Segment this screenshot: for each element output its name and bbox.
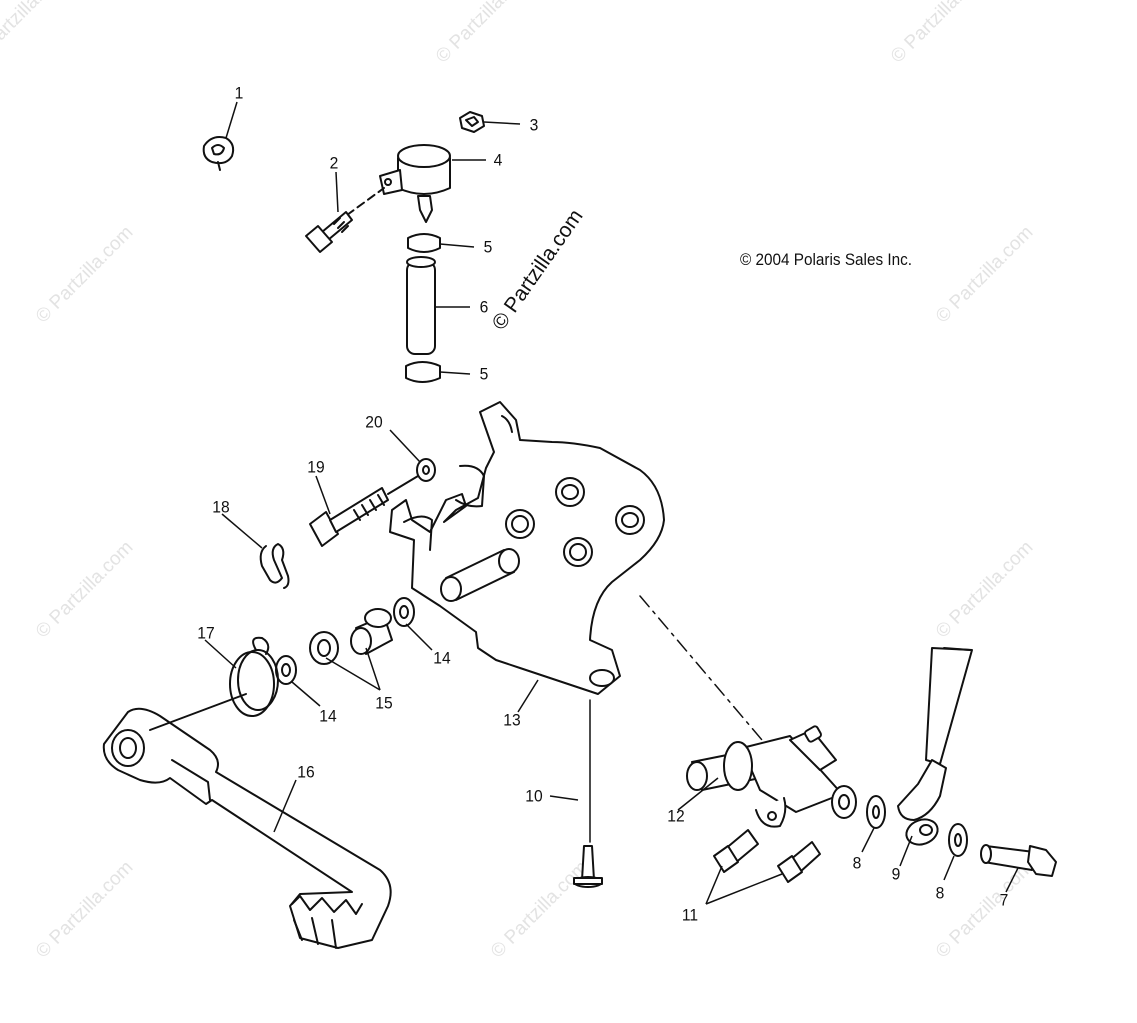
part-14-washer	[393, 597, 415, 627]
part-5-clamp	[405, 361, 441, 383]
callout-8: 8	[935, 883, 945, 903]
part-14-washer	[275, 655, 297, 685]
part-11-bolt	[713, 829, 759, 873]
part-8-washer	[948, 823, 968, 857]
callout-5: 5	[479, 364, 489, 384]
callout-7: 7	[999, 890, 1009, 910]
callout-3: 3	[529, 115, 539, 135]
part-13-bracket	[389, 401, 665, 695]
callout-6: 6	[479, 297, 489, 317]
callout-19: 19	[307, 457, 325, 477]
callout-1: 1	[234, 83, 244, 103]
part-8-washer	[866, 795, 886, 829]
part-5-clamp	[407, 233, 441, 253]
part-1-clip	[202, 136, 235, 171]
part-2-bolt	[305, 211, 353, 253]
part-19-bolt	[309, 487, 389, 547]
callout-15: 15	[375, 693, 393, 713]
callout-4: 4	[493, 150, 503, 170]
part-10-bolt	[573, 845, 603, 888]
part-17-spring	[229, 636, 279, 717]
callout-10: 10	[525, 786, 543, 806]
part-11-bolt	[777, 841, 821, 883]
part-3-nut	[459, 111, 485, 133]
callout-16: 16	[297, 762, 315, 782]
callout-14: 14	[433, 648, 451, 668]
callout-18: 18	[212, 497, 230, 517]
callout-13: 13	[503, 710, 521, 730]
callout-5: 5	[483, 237, 493, 257]
part-16-brake-pedal	[102, 707, 392, 949]
part-12-master-cylinder	[686, 725, 857, 828]
pivot-pin	[440, 548, 520, 602]
part-20-washer	[416, 458, 436, 482]
callout-2: 2	[329, 153, 339, 173]
callout-14: 14	[319, 706, 337, 726]
part-9-clevis	[897, 647, 973, 846]
part-6-hose	[406, 256, 436, 355]
callout-9: 9	[891, 864, 901, 884]
callout-17: 17	[197, 623, 215, 643]
callout-20: 20	[365, 412, 383, 432]
part-7-bolt	[980, 844, 1057, 877]
callout-11: 11	[681, 905, 699, 925]
leader-lines	[204, 101, 1019, 905]
part-15-bushing	[350, 608, 393, 655]
callout-8: 8	[852, 853, 862, 873]
part-4-reservoir	[379, 144, 451, 223]
copyright-notice: © 2004 Polaris Sales Inc.	[740, 250, 913, 269]
callout-12: 12	[667, 806, 685, 826]
part-18-clip	[259, 543, 290, 589]
part-15-bushing	[309, 631, 339, 665]
